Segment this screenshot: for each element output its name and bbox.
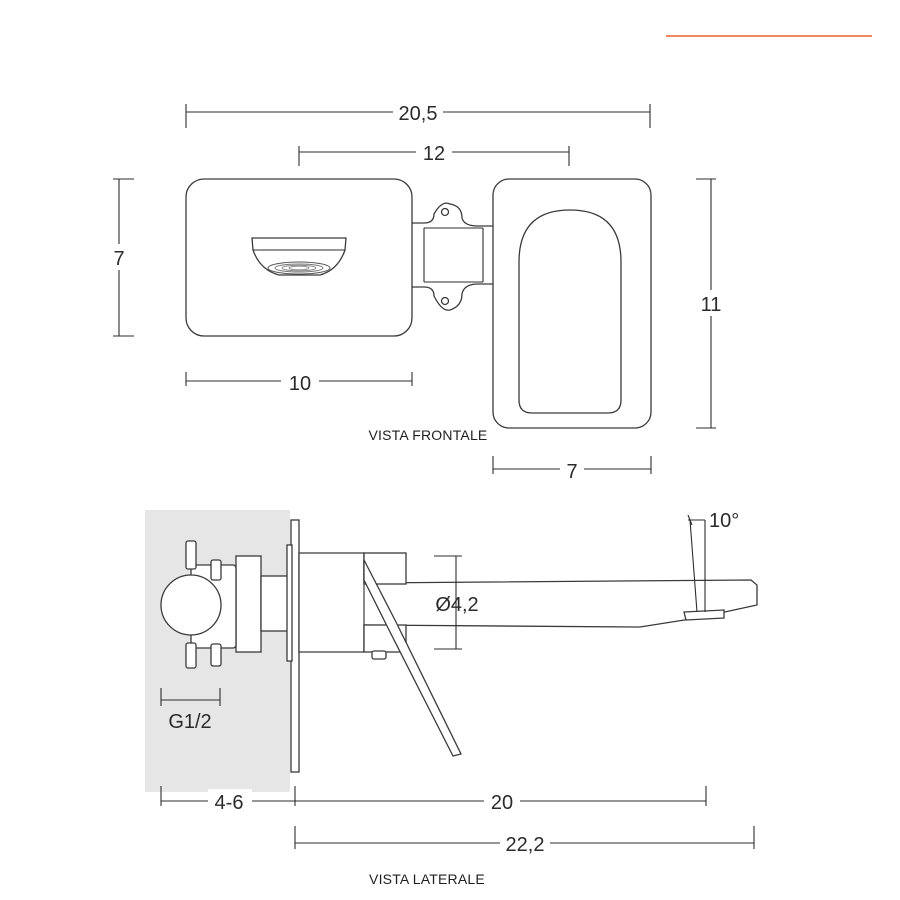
dim-label-wall-depth: 4-6 bbox=[215, 792, 244, 814]
dim-label-overall-projection: 22,2 bbox=[506, 834, 545, 856]
dim-label-right-plate-width: 7 bbox=[566, 461, 577, 483]
accent-bar bbox=[666, 35, 872, 37]
dim-thread: G1/2 bbox=[160, 688, 221, 733]
dim-label-spout-diameter: Ø4,2 bbox=[435, 594, 478, 616]
dim-left-plate-width: 10 bbox=[185, 370, 413, 395]
concealed-body-side bbox=[160, 540, 289, 669]
dim-label-overall-width: 20,5 bbox=[399, 103, 438, 125]
concealed-body-bracket bbox=[412, 202, 493, 311]
dim-label-center-distance: 12 bbox=[423, 143, 445, 165]
dim-spout-projection: 20 bbox=[295, 786, 707, 814]
dim-spout-diameter: Ø4,2 bbox=[434, 555, 479, 650]
mixer-lever bbox=[363, 559, 462, 757]
front-view-label: VISTA FRONTALE bbox=[369, 427, 488, 443]
dim-wall-depth: 4-6 bbox=[160, 786, 296, 814]
dim-label-spout-angle: 10° bbox=[709, 510, 739, 532]
dim-right-plate-width: 7 bbox=[492, 456, 652, 483]
dim-label-right-plate-height: 11 bbox=[701, 294, 722, 316]
dim-label-left-plate-height: 7 bbox=[113, 248, 124, 270]
mixer-lever-recess bbox=[518, 209, 622, 414]
dim-center-distance: 12 bbox=[298, 140, 570, 166]
dim-label-left-plate-width: 10 bbox=[289, 373, 311, 395]
dim-spout-angle: 10° bbox=[687, 510, 739, 613]
lever-pivot bbox=[371, 650, 387, 660]
dim-overall-projection: 22,2 bbox=[294, 826, 755, 856]
dim-label-thread: G1/2 bbox=[168, 711, 211, 733]
cover-plate-gasket bbox=[286, 544, 293, 662]
front-view: 20,5 12 7 bbox=[106, 100, 726, 483]
side-view-label: VISTA LATERALE bbox=[369, 871, 485, 887]
spout-cover-plate bbox=[185, 178, 413, 337]
aerator-side bbox=[683, 609, 725, 621]
dim-right-plate-height: 11 bbox=[696, 178, 726, 429]
dim-overall-width: 20,5 bbox=[185, 100, 651, 128]
dim-label-spout-projection: 20 bbox=[491, 792, 513, 814]
spout-outlet bbox=[251, 237, 347, 276]
side-view: Ø4,2 10° G1/2 4-6 bbox=[145, 510, 758, 887]
mixer-cover-plate bbox=[492, 178, 652, 429]
dim-left-plate-height: 7 bbox=[106, 178, 134, 337]
